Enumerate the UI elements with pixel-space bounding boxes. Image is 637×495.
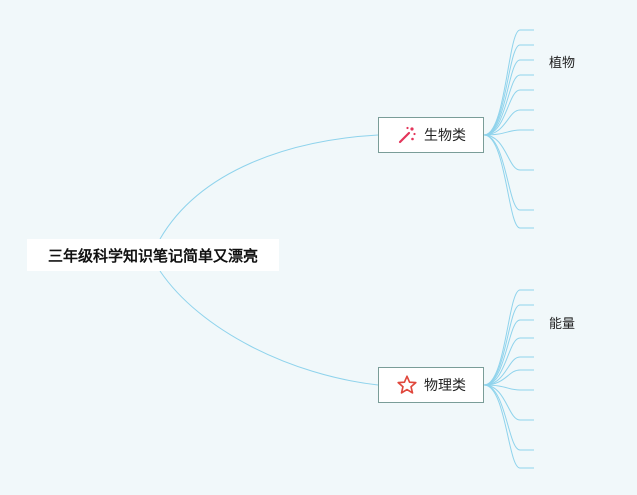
- leaf-label-energy[interactable]: 能量: [549, 317, 576, 332]
- link-sub-branch-0-9: [483, 134, 534, 229]
- link-sub-branch-0-7: [483, 134, 534, 171]
- link-sub-branch-0-5: [483, 109, 534, 136]
- link-root-biology: [159, 134, 379, 240]
- link-sub-branch-1-1: [483, 304, 534, 386]
- branch-title-physics: 物理类: [424, 378, 466, 394]
- link-sub-branch-1-4: [483, 356, 534, 386]
- link-sub-branch-0-2: [483, 59, 534, 136]
- link-sub-branch-0-6: [483, 129, 534, 136]
- branch-node-physics[interactable]: 物理类: [378, 367, 484, 403]
- link-sub-branch-1-5: [483, 369, 534, 386]
- leaf-label-plants[interactable]: 植物: [549, 56, 576, 71]
- root-node[interactable]: 三年级科学知识笔记简单又漂亮: [27, 239, 279, 271]
- link-root-physics: [159, 270, 379, 386]
- link-sub-branch-1-9: [483, 384, 534, 469]
- star-icon: [396, 374, 418, 396]
- link-sub-branch-0-3: [483, 74, 534, 136]
- magic-wand-icon: [396, 124, 418, 146]
- link-sub-branch-1-2: [483, 319, 534, 386]
- link-sub-branch-1-0: [483, 289, 534, 386]
- root-title: 三年级科学知识笔记简单又漂亮: [47, 246, 258, 265]
- branch-node-biology[interactable]: 生物类: [378, 117, 484, 153]
- branch-title-biology: 生物类: [424, 128, 466, 144]
- link-sub-branch-0-1: [483, 44, 534, 136]
- link-sub-branch-1-7: [483, 384, 534, 421]
- link-sub-branch-1-6: [483, 384, 534, 391]
- link-sub-branch-0-0: [483, 29, 534, 136]
- link-sub-branch-0-4: [483, 89, 534, 136]
- link-sub-branch-1-3: [483, 337, 534, 386]
